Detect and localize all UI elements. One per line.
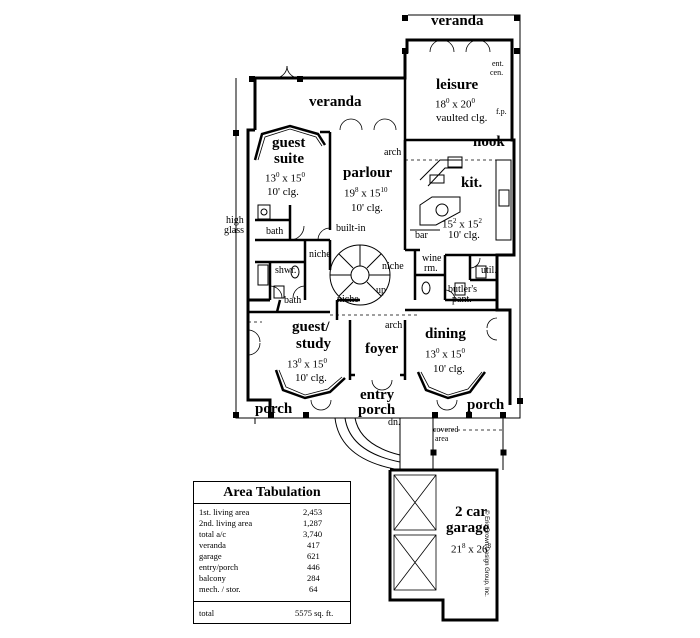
kitchen-clg: 10' clg. bbox=[448, 229, 480, 241]
dashed-lines bbox=[248, 159, 512, 431]
butlers-pantry-label-2: pant. bbox=[452, 294, 472, 305]
stair-up-label: up bbox=[376, 285, 386, 296]
veranda-top-label: veranda bbox=[431, 13, 484, 29]
garage-dim: 218 x 268 bbox=[451, 542, 491, 556]
dining-label: dining bbox=[425, 326, 466, 342]
built-in-label: built-in bbox=[336, 223, 366, 234]
porch-left-label: porch bbox=[255, 401, 293, 417]
util-label: util. bbox=[481, 265, 497, 276]
stair-down-label: dn. bbox=[388, 417, 401, 428]
bath-lower-label: bath bbox=[284, 295, 302, 306]
french-doors bbox=[247, 39, 498, 411]
interior-walls bbox=[248, 78, 512, 380]
columns bbox=[233, 15, 523, 418]
veranda-outline bbox=[235, 14, 521, 424]
bath-fixtures bbox=[257, 204, 487, 299]
garage-doors bbox=[393, 474, 437, 591]
garage-label-2: garage bbox=[446, 520, 490, 536]
covered-area-label-2: area bbox=[435, 434, 449, 443]
garage-label-1: 2 car bbox=[455, 504, 488, 520]
leisure-label: leisure bbox=[436, 77, 479, 93]
nook-label: nook bbox=[473, 134, 505, 150]
title-divider bbox=[194, 503, 350, 504]
niche-left-label: niche bbox=[309, 249, 331, 260]
guest-suite-label-2: suite bbox=[274, 151, 304, 167]
wine-rm-label-2: rm. bbox=[424, 263, 438, 274]
guest-study-label-1: guest/ bbox=[292, 319, 330, 335]
arch-foyer-label: arch bbox=[385, 320, 403, 331]
spiral-stair bbox=[329, 244, 391, 306]
niche-center-label: niche bbox=[337, 294, 359, 305]
guest-suite-label-1: guest bbox=[272, 135, 306, 151]
high-glass-label-2: glass bbox=[224, 225, 244, 236]
ent-cen-label-2: cen. bbox=[490, 68, 504, 77]
entry-steps bbox=[334, 417, 401, 471]
area-tabulation-title: Area Tabulation bbox=[223, 485, 321, 500]
bar-label: bar bbox=[415, 230, 428, 241]
window-lines bbox=[257, 128, 483, 396]
guest-suite-clg: 10' clg. bbox=[267, 186, 299, 198]
covered-area-label-1: covered bbox=[433, 425, 459, 434]
guest-study-dim: 130 x 150 bbox=[287, 357, 327, 371]
total-divider bbox=[194, 601, 350, 602]
fireplace-label: f.p. bbox=[496, 107, 507, 116]
table-row: mech. / stor.64 bbox=[199, 584, 318, 594]
entry-porch-label-1: entry bbox=[360, 387, 395, 403]
entry-porch-label-2: porch bbox=[358, 402, 396, 418]
parlour-label: parlour bbox=[343, 165, 393, 181]
niche-right-label: niche bbox=[382, 261, 404, 272]
guest-study-clg: 10' clg. bbox=[295, 372, 327, 384]
kitchen-label: kit. bbox=[461, 175, 483, 191]
ent-cen-label-1: ent. bbox=[492, 59, 504, 68]
foyer-label: foyer bbox=[365, 341, 399, 357]
kitchen-dim: 152 x 152 bbox=[442, 217, 482, 231]
parlour-dim: 198 x 1510 bbox=[344, 186, 388, 200]
dining-dim: 130 x 150 bbox=[425, 347, 465, 361]
parlour-clg: 10' clg. bbox=[351, 202, 383, 214]
arch-parlour-label: arch bbox=[384, 147, 402, 158]
guest-suite-dim: 130 x 150 bbox=[265, 171, 305, 185]
guest-study-label-2: study bbox=[296, 336, 332, 352]
covered-area bbox=[430, 418, 507, 470]
dining-clg: 10' clg. bbox=[433, 363, 465, 375]
wine-rm-label-1: wine bbox=[422, 253, 442, 264]
bay-windows bbox=[253, 124, 486, 400]
copyright-text: © Eric Brown Design Group, Inc. bbox=[483, 510, 489, 597]
leisure-clg: vaulted clg. bbox=[436, 112, 488, 124]
veranda-main-label: veranda bbox=[309, 94, 362, 110]
garage-walls bbox=[388, 468, 499, 622]
interior-doors bbox=[269, 225, 481, 301]
high-glass-label-1: high bbox=[226, 215, 244, 226]
butlers-pantry-label-1: butler's bbox=[448, 284, 478, 295]
shower-label: shwr. bbox=[275, 265, 297, 276]
bath-upper-label: bath bbox=[266, 226, 284, 237]
leisure-dim: 180 x 200 bbox=[435, 97, 475, 111]
porch-right-label: porch bbox=[467, 397, 505, 413]
